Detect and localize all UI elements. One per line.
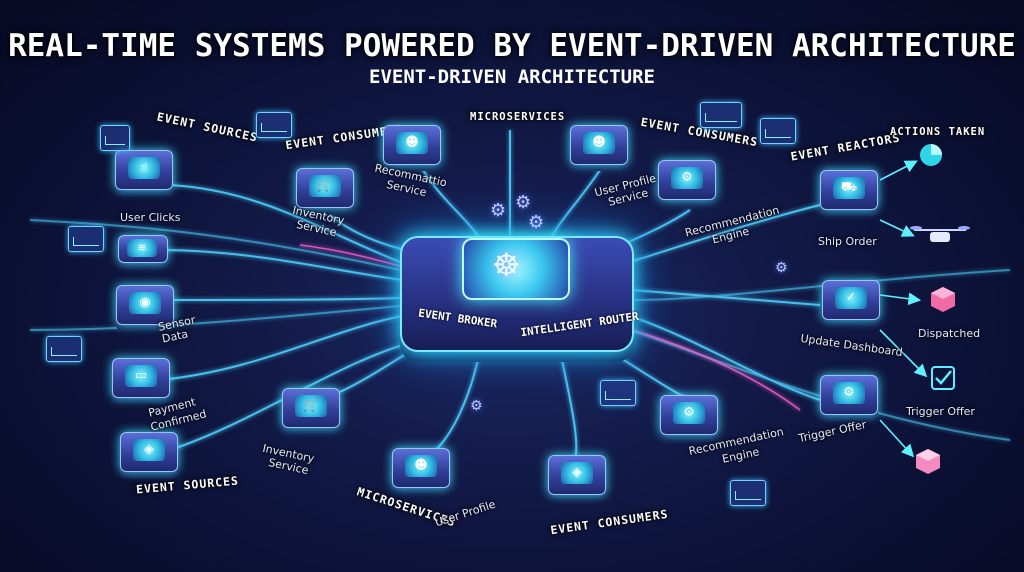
cube-icon: ◈ [133,439,165,461]
drone-icon [910,226,970,242]
arrow-offer [879,329,928,378]
sensor-node: ◉ [116,285,174,325]
gear-icon: ⚙ [528,212,545,233]
wire-recomm-top [419,164,481,241]
wire-trigger-offer [629,315,821,401]
wire-left-b [29,305,401,331]
arrow-actions [879,160,918,181]
checkbox-icon [931,366,955,390]
update-dashboard-node: ✓ [822,280,880,320]
brain-icon: ☸ [492,246,521,284]
check-icon: ✓ [835,287,867,309]
arrow-drone [879,219,915,237]
signal-icon: ◉ [129,292,161,314]
trigger-offer-node: ⚙ [820,375,878,415]
payment-node: ▭ [112,358,170,398]
recommattio-node: ☻ [383,125,441,165]
label-user-clicks: User Clicks [120,211,181,224]
cart-icon: 🛒 [295,395,327,417]
gear-icon: ⚙ [515,192,532,213]
wire-payment [159,315,403,381]
label-trigger-offer-action: Trigger Offer [906,405,975,418]
gear-icon: ⚙ [671,167,703,189]
wifi-icon: ≋ [127,239,157,257]
gear-icon: ⚙ [673,402,705,424]
wifi-node: ≋ [118,235,168,263]
wire-right-a [629,269,1011,301]
pie-icon [920,144,942,166]
wire-dashboard [631,289,821,306]
cursor-icon: ☝ [128,157,160,179]
wire-right-b [629,329,1011,441]
gear-icon: ⚙ [833,382,865,404]
wire-consumer-bottom [559,349,578,461]
chart-panel [700,102,742,128]
card-icon: ▭ [125,365,157,387]
gear-icon: ⚙ [490,200,507,221]
wire-pink-2 [299,244,401,267]
page-subtitle: EVENT-DRIVEN ARCHITECTURE [369,66,655,88]
wire-sensor [159,297,401,301]
wire-user-clicks [169,184,401,263]
wire-pink-1 [631,329,801,411]
chart-panel [68,226,104,252]
wire-left-2 [159,249,403,281]
box-icon [931,287,955,312]
chart-panel [100,125,130,151]
gear-icon: ⚙ [775,260,788,276]
user-profile-top-node: ☻ [570,125,628,165]
label-ship-order: Ship Order [818,235,877,248]
wire-left-a [29,219,401,271]
recommendation-engine-top-node: ⚙ [658,160,716,200]
box-icon [916,449,940,474]
chart-panel [730,480,766,506]
arrow-dispatched [879,292,922,306]
user-icon: ☻ [583,132,615,154]
label-dispatched: Dispatched [918,327,981,340]
gear-icon: ⚙ [470,398,483,414]
group-microservices-top: MICROSERVICES [470,111,566,123]
cube-icon: ◈ [561,462,593,484]
inventory-bottom-node: 🛒 [282,388,340,428]
event-source-bottom-node: ◈ [120,432,178,472]
arrow-box-bottom [879,419,915,458]
ship-order-node: ⛟ [820,170,878,210]
recommendation-bottom-node: ⚙ [660,395,718,435]
event-consumer-bottom-node: ◈ [548,455,606,495]
wire-user-profile-top [549,169,601,241]
truck-icon: ⛟ [833,177,865,199]
chart-panel [760,118,796,144]
chart-panel [256,112,292,138]
page-title: REAL-TIME SYSTEMS POWERED BY EVENT-DRIVE… [8,28,1016,64]
user-icon: ☻ [405,455,437,477]
user-icon: ☻ [396,132,428,154]
user-profile-bottom-node: ☻ [392,448,450,488]
group-actions-taken: ACTIONS TAKEN [890,126,986,138]
inventory-top-node: 🛒 [296,168,354,208]
cart-icon: 🛒 [309,175,341,197]
router-chip [462,238,570,300]
monitor-panel [46,336,82,362]
user-clicks-node: ☝ [115,150,173,190]
wire-ship-order [629,204,821,263]
chart-panel [600,380,636,406]
